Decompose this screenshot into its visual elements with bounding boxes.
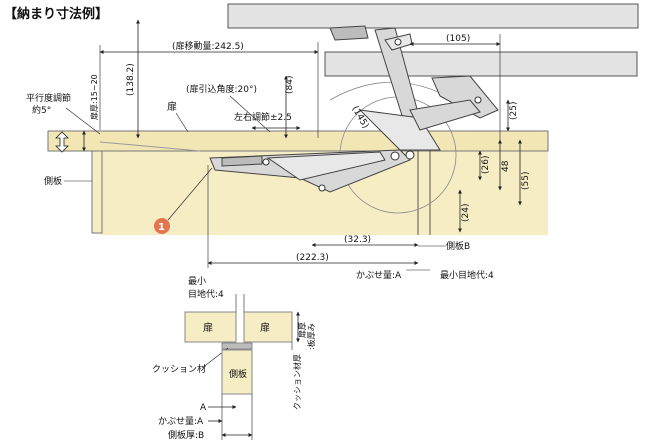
min-gap-label: 最小目地代:4 [440, 269, 494, 281]
dim-26-label: (26) [481, 156, 491, 174]
detail-overlay-a: かぶせ量:A [158, 416, 204, 427]
upper-board-top [227, 3, 639, 29]
dim-32-label: (32.3) [344, 235, 371, 245]
detail-min-gap-1: 最小 [188, 276, 206, 287]
overlay-a-label: かぶせ量:A [356, 270, 402, 281]
detail-door-right [243, 311, 293, 343]
callout-marker-label: 1 [158, 222, 165, 233]
dim-25-label: (25) [509, 102, 519, 120]
dim-105-label: (105) [446, 34, 470, 44]
dim-55-label: (55) [521, 172, 531, 190]
callout-leader [167, 167, 213, 221]
parallel-adjust-leader [65, 107, 101, 135]
detail-door-left [184, 311, 237, 343]
detail-cushion-thick: クッション材厚 [292, 354, 302, 410]
callout-marker [154, 218, 170, 234]
door-pull-angle-label: (扉引込角度:20°) [186, 83, 257, 95]
dim-222-label: (222.3) [296, 253, 329, 263]
door-label: 扉 [167, 100, 177, 113]
side-panel-b-label: 側板B [446, 240, 470, 252]
detail-cushion-label: クッション材 [152, 363, 206, 375]
detail-side-panel-label: 側板 [229, 368, 247, 380]
parallel-adjust-sub: 約5° [32, 104, 51, 116]
vertical-adjust-icon [55, 131, 69, 153]
detail-side-panel [221, 349, 253, 395]
detail-panel-thick-b: 側板厚:B [168, 429, 204, 441]
dim-48-label: 48 [501, 160, 511, 172]
side-panel-left [91, 150, 103, 234]
diagram-title: 【納まり寸法例】 [4, 6, 108, 22]
dim-24-label: (24) [461, 204, 471, 222]
upper-board-second [324, 51, 638, 77]
parallel-adjust-label: 平行度調節 [26, 92, 71, 104]
left-right-adjust-label: 左右調節±2.5 [234, 111, 292, 123]
detail-min-gap-2: 目地代:4 [188, 288, 224, 300]
door-travel-label: (扉移動量:242.5) [172, 40, 244, 52]
detail-cushion [221, 342, 253, 350]
hinge-mechanism [209, 25, 499, 193]
door-label-leader [175, 112, 189, 133]
detail-door-thick: 扉厚 [297, 322, 307, 338]
side-panel-label: 側板 [44, 175, 62, 187]
door-thickness-label: 扉厚:15~20 [89, 74, 99, 120]
dim-138-label: (138.2) [126, 63, 136, 96]
detail-door-left-label: 扉 [203, 321, 213, 334]
detail-door-right-label: 扉 [260, 321, 270, 334]
detail-label-a: A [200, 403, 207, 413]
door-panel [47, 130, 549, 152]
parallel-adjust-line [99, 141, 201, 152]
dim-84-label: (84) [285, 76, 295, 94]
detail-door-thick-b: :板厚み [306, 323, 316, 350]
